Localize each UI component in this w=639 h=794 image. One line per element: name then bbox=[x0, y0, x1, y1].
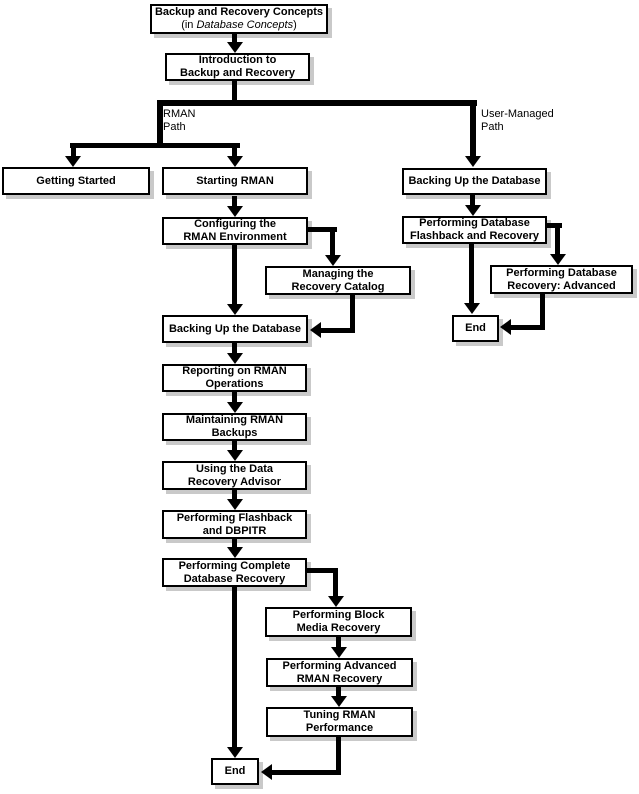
connector-advanced-end-horizontal bbox=[511, 325, 545, 330]
node-tuning-rman-performance[interactable]: Tuning RMAN Performance bbox=[266, 707, 413, 737]
arrow-left-icon bbox=[310, 322, 321, 338]
arrow-left-icon bbox=[500, 319, 511, 335]
arrow-down-icon bbox=[465, 205, 481, 216]
node-configuring-rman-environment[interactable]: Configuring the RMAN Environment bbox=[162, 217, 308, 245]
node-managing-recovery-catalog[interactable]: Managing the Recovery Catalog bbox=[265, 266, 411, 295]
arrow-down-icon bbox=[325, 255, 341, 266]
connector-intro-split-stem bbox=[232, 81, 237, 103]
connector-concepts-intro-stem bbox=[232, 33, 237, 43]
connector-maintaining-usingdra bbox=[232, 441, 237, 451]
arrow-down-icon bbox=[227, 206, 243, 217]
node-performing-flashback-dbpitr[interactable]: Performing Flashback and DBPITR bbox=[162, 510, 307, 539]
arrow-down-icon bbox=[227, 156, 243, 167]
connector-complete-blockmedia-vertical bbox=[333, 568, 338, 597]
arrow-down-icon bbox=[227, 402, 243, 413]
arrow-down-icon bbox=[65, 156, 81, 167]
node-introduction[interactable]: Introduction to Backup and Recovery bbox=[165, 53, 310, 81]
arrow-down-icon bbox=[550, 254, 566, 265]
node-reporting-rman-operations[interactable]: Reporting on RMAN Operations bbox=[162, 364, 307, 392]
connector-getting-started-stem bbox=[71, 143, 76, 157]
connector-tuning-end-horizontal bbox=[272, 770, 341, 775]
connector-complete-end bbox=[232, 587, 237, 748]
node-backup-recovery-concepts[interactable]: Backup and Recovery Concepts (in Databas… bbox=[150, 4, 328, 34]
connector-configuring-catalog-horizontal bbox=[308, 227, 337, 232]
arrow-down-icon bbox=[227, 450, 243, 461]
connector-starting-configuring bbox=[232, 196, 237, 207]
connector-user-managed-drop bbox=[470, 100, 476, 157]
node-maintaining-rman-backups[interactable]: Maintaining RMAN Backups bbox=[162, 413, 307, 441]
node-performing-block-media-recovery[interactable]: Performing Block Media Recovery bbox=[265, 607, 412, 637]
label-rman-path: RMAN Path bbox=[163, 108, 196, 133]
node-end-user-managed-path: End bbox=[452, 315, 499, 342]
connector-advanced-end-vertical bbox=[540, 294, 545, 330]
connector-advanced-tuning bbox=[336, 687, 341, 697]
node-starting-rman[interactable]: Starting RMAN bbox=[162, 167, 308, 195]
connector-configuring-backingup bbox=[232, 245, 237, 305]
connector-starting-rman-stem bbox=[232, 143, 237, 157]
connector-catalog-backingup-vertical bbox=[350, 295, 355, 333]
connector-configuring-catalog-vertical bbox=[330, 227, 335, 256]
arrow-down-icon bbox=[227, 547, 243, 558]
connector-flashback-complete bbox=[232, 539, 237, 548]
node-using-data-recovery-advisor[interactable]: Using the Data Recovery Advisor bbox=[162, 461, 307, 490]
arrow-left-icon bbox=[261, 764, 272, 780]
arrow-down-icon bbox=[227, 353, 243, 364]
arrow-down-icon bbox=[227, 499, 243, 510]
node-title: Backup and Recovery Concepts bbox=[154, 6, 324, 18]
node-end-rman-path: End bbox=[211, 758, 259, 785]
node-performing-advanced-rman-recovery[interactable]: Performing Advanced RMAN Recovery bbox=[266, 658, 413, 687]
arrow-down-icon bbox=[464, 303, 480, 314]
arrow-down-icon bbox=[465, 156, 481, 167]
connector-backingup-reporting bbox=[232, 343, 237, 354]
arrow-down-icon bbox=[331, 647, 347, 658]
connector-reporting-maintaining bbox=[232, 392, 237, 403]
connector-usingdra-flashback bbox=[232, 490, 237, 500]
node-getting-started[interactable]: Getting Started bbox=[2, 167, 150, 195]
connector-blockmedia-advanced bbox=[336, 637, 341, 648]
connector-rman-split-bar bbox=[70, 143, 240, 148]
node-subtitle: (in Database Concepts) bbox=[181, 19, 297, 31]
arrow-down-icon bbox=[328, 596, 344, 607]
node-backing-up-database-rman[interactable]: Backing Up the Database bbox=[162, 315, 308, 343]
connector-um-flashback-end bbox=[469, 244, 474, 304]
connector-um-backup-flashback bbox=[470, 195, 475, 206]
connector-complete-blockmedia-horizontal bbox=[307, 568, 338, 573]
arrow-down-icon bbox=[227, 747, 243, 758]
connector-catalog-backingup-horizontal bbox=[321, 328, 355, 333]
arrow-down-icon bbox=[227, 42, 243, 53]
connector-rman-split-drop bbox=[157, 100, 163, 148]
node-performing-database-flashback-recovery[interactable]: Performing Database Flashback and Recove… bbox=[402, 216, 547, 244]
arrow-down-icon bbox=[331, 696, 347, 707]
node-backing-up-database-user-managed[interactable]: Backing Up the Database bbox=[402, 168, 547, 195]
node-performing-complete-database-recovery[interactable]: Performing Complete Database Recovery bbox=[162, 558, 307, 587]
arrow-down-icon bbox=[227, 304, 243, 315]
label-user-managed-path: User-Managed Path bbox=[481, 108, 554, 133]
connector-split-bar bbox=[157, 100, 477, 106]
connector-um-branch-horizontal bbox=[547, 223, 562, 228]
connector-tuning-end-vertical bbox=[336, 737, 341, 775]
node-performing-database-recovery-advanced[interactable]: Performing Database Recovery: Advanced bbox=[490, 265, 633, 294]
connector-um-branch-vertical bbox=[555, 223, 560, 255]
